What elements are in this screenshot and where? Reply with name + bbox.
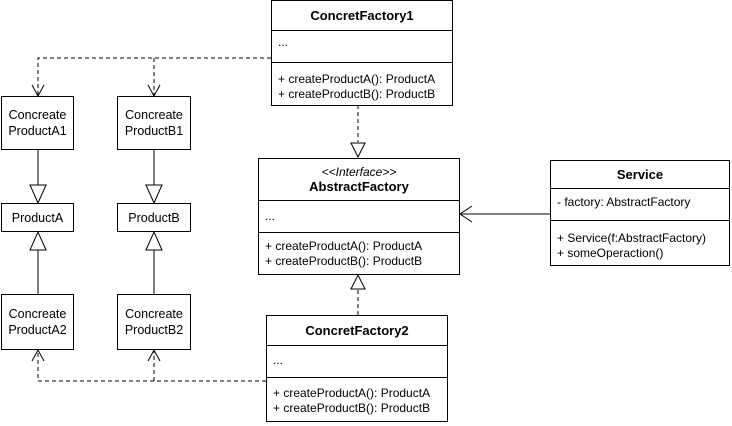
class-name: ConcretFactory2 xyxy=(305,323,409,338)
association-arrowhead xyxy=(459,205,473,223)
attributes-section: - factory: AbstractFactory xyxy=(551,189,729,221)
attribute: ... xyxy=(273,353,284,367)
method: + createProductB(): ProductB xyxy=(265,254,423,268)
class-label: Concreate ProductA2 xyxy=(8,307,67,337)
concrete-factory-1-class[interactable]: ConcretFactory1 ... + createProductA(): … xyxy=(271,0,453,106)
class-label: Concreate ProductB1 xyxy=(124,108,184,138)
dependency-arrowhead-a2 xyxy=(31,348,45,362)
class-header: ConcretFactory1 xyxy=(272,1,452,31)
attributes-section: ... xyxy=(267,346,447,378)
class-label: ProductB xyxy=(128,210,180,225)
method: + createProductB(): ProductB xyxy=(278,87,436,101)
class-header: <<Interface>> AbstractFactory xyxy=(259,159,459,201)
concreate-product-b2-class[interactable]: Concreate ProductB2 xyxy=(117,294,191,350)
method: + createProductB(): ProductB xyxy=(273,401,431,415)
generalization-arrowhead-a1 xyxy=(29,184,47,205)
attribute: ... xyxy=(265,209,276,223)
methods-section: + createProductA(): ProductA + createPro… xyxy=(272,63,452,105)
abstract-factory-interface[interactable]: <<Interface>> AbstractFactory ... + crea… xyxy=(258,158,460,275)
service-class[interactable]: Service - factory: AbstractFactory + Ser… xyxy=(550,160,730,266)
method: + someOperaction() xyxy=(557,246,664,260)
concrete-factory-2-class[interactable]: ConcretFactory2 ... + createProductA(): … xyxy=(266,315,448,422)
product-b-class[interactable]: ProductB xyxy=(117,203,191,232)
methods-section: + Service(f:AbstractFactory) + someOpera… xyxy=(551,221,729,265)
attribute: ... xyxy=(278,35,289,49)
class-header: ConcretFactory2 xyxy=(267,316,447,346)
method: + createProductA(): ProductA xyxy=(265,239,423,253)
class-header: Service xyxy=(551,161,729,189)
dependency-arrowhead-b2 xyxy=(147,348,161,362)
generalization-arrowhead-b1 xyxy=(145,184,163,205)
stereotype: <<Interface>> xyxy=(321,165,397,179)
class-name: AbstractFactory xyxy=(309,179,409,194)
realization-arrowhead-bottom xyxy=(350,273,366,290)
product-a-class[interactable]: ProductA xyxy=(1,203,74,232)
method: + createProductA(): ProductA xyxy=(278,72,436,86)
realization-arrowhead-top xyxy=(350,142,366,159)
class-name: Service xyxy=(616,167,664,182)
class-label: ProductA xyxy=(11,210,64,225)
dependency-factory2-to-a2 xyxy=(37,350,266,382)
attributes-section: ... xyxy=(259,201,459,233)
generalization-arrowhead-a2 xyxy=(29,230,47,251)
class-name: ConcretFactory1 xyxy=(310,8,414,23)
class-label: Concreate ProductB2 xyxy=(124,307,184,337)
attribute: - factory: AbstractFactory xyxy=(557,195,691,209)
dependency-factory1-to-a1 xyxy=(37,57,271,96)
methods-section: + createProductA(): ProductA + createPro… xyxy=(267,378,447,421)
method: + Service(f:AbstractFactory) xyxy=(557,231,707,245)
method: + createProductA(): ProductA xyxy=(273,386,431,400)
concreate-product-b1-class[interactable]: Concreate ProductB1 xyxy=(117,96,191,150)
methods-section: + createProductA(): ProductA + createPro… xyxy=(259,233,459,274)
concreate-product-a1-class[interactable]: Concreate ProductA1 xyxy=(1,96,74,150)
concreate-product-a2-class[interactable]: Concreate ProductA2 xyxy=(1,294,74,350)
attributes-section: ... xyxy=(272,31,452,63)
class-label: Concreate ProductA1 xyxy=(8,108,67,138)
generalization-arrowhead-b2 xyxy=(145,230,163,251)
